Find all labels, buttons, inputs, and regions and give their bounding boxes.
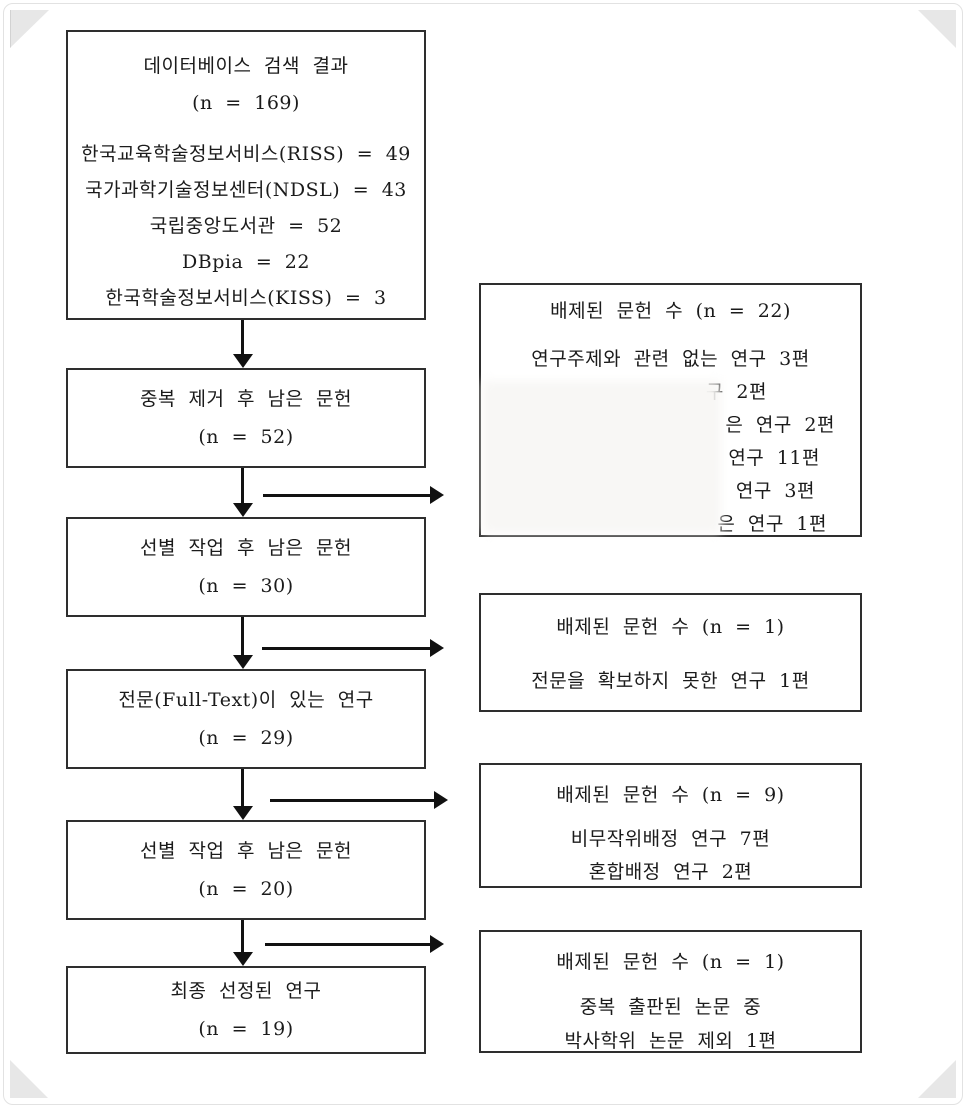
box-count: (n = 20) — [198, 878, 294, 900]
exclusion-header: 배제된 문헌 수 (n = 1) — [556, 616, 785, 638]
redacted-fragment: 구 2편 — [705, 381, 767, 403]
arrow-down-icon — [233, 320, 253, 368]
flow-box-full-text: 전문(Full-Text)이 있는 연구 (n = 29) — [66, 669, 426, 769]
flow-box-after-screening-1: 선별 작업 후 남은 문헌 (n = 30) — [66, 517, 426, 617]
exclusion-reason: 중복 출판된 논문 중 — [579, 996, 762, 1018]
exclusion-box-1: 배제된 문헌 수 (n = 22) 연구주제와 관련 없는 연구 3편 구 2편… — [479, 283, 862, 537]
exclusion-box-2: 배제된 문헌 수 (n = 1) 전문을 확보하지 못한 연구 1편 — [479, 593, 862, 712]
arrow-down-icon — [233, 468, 253, 517]
exclusion-reason: 전문을 확보하지 못한 연구 1편 — [531, 670, 810, 692]
box-title: 중복 제거 후 남은 문헌 — [140, 388, 352, 410]
photo-corner-icon — [10, 10, 49, 48]
box-count: (n = 29) — [198, 727, 294, 749]
database-detail: DBpia = 22 — [182, 251, 310, 273]
exclusion-body: 비무작위배정 연구 7편 혼합배정 연구 2편 — [481, 823, 860, 889]
redacted-fragment: 은 연구 1편 — [717, 513, 827, 535]
box-count: (n = 169) — [192, 92, 300, 114]
database-detail-list: 한국교육학술정보서비스(RISS) = 49 국가과학기술정보센터(NDSL) … — [68, 136, 424, 316]
box-title: 데이터베이스 검색 결과 — [143, 55, 349, 77]
box-title: 전문(Full-Text)이 있는 연구 — [118, 689, 374, 711]
box-title: 선별 작업 후 남은 문헌 — [140, 840, 352, 862]
box-count: (n = 19) — [198, 1018, 294, 1040]
arrow-right-icon — [265, 935, 444, 953]
exclusion-body: 전문을 확보하지 못한 연구 1편 — [481, 663, 860, 699]
redacted-fragment: 은 연구 2편 — [725, 414, 835, 436]
database-detail: 한국교육학술정보서비스(RISS) = 49 — [81, 143, 411, 165]
arrow-right-icon — [262, 639, 444, 657]
database-detail: 한국학술정보서비스(KISS) = 3 — [105, 287, 387, 309]
exclusion-header: 배제된 문헌 수 (n = 22) — [550, 300, 791, 322]
exclusion-reason: 혼합배정 연구 2편 — [588, 861, 753, 883]
arrow-right-icon — [263, 486, 444, 504]
redacted-fragment: 연구 3편 — [735, 480, 815, 502]
redacted-fragment: 연구 11편 — [728, 447, 820, 469]
exclusion-box-3: 배제된 문헌 수 (n = 9) 비무작위배정 연구 7편 혼합배정 연구 2편 — [479, 763, 862, 888]
flow-box-after-dedup: 중복 제거 후 남은 문헌 (n = 52) — [66, 368, 426, 468]
exclusion-header: 배제된 문헌 수 (n = 1) — [556, 951, 785, 973]
flow-box-database-search: 데이터베이스 검색 결과 (n = 169) 한국교육학술정보서비스(RISS)… — [66, 30, 426, 320]
box-title: 선별 작업 후 남은 문헌 — [140, 537, 352, 559]
redaction-blur-patch — [483, 381, 721, 533]
exclusion-box-4: 배제된 문헌 수 (n = 1) 중복 출판된 논문 중 박사학위 논문 제외 … — [479, 930, 862, 1053]
exclusion-reason: 박사학위 논문 제외 1편 — [564, 1030, 777, 1052]
exclusion-reason: 비무작위배정 연구 7편 — [570, 828, 771, 850]
photo-corner-icon — [918, 1060, 956, 1098]
database-detail: 국가과학기술정보센터(NDSL) = 43 — [85, 179, 407, 201]
photo-corner-icon — [918, 10, 956, 48]
flow-box-after-screening-2: 선별 작업 후 남은 문헌 (n = 20) — [66, 820, 426, 920]
arrow-right-icon — [270, 791, 448, 809]
flow-box-final-selected: 최종 선정된 연구 (n = 19) — [66, 966, 426, 1054]
exclusion-body: 연구주제와 관련 없는 연구 3편 구 2편 은 연구 2편 연구 11편 연구… — [481, 343, 860, 541]
arrow-down-icon — [233, 617, 253, 669]
arrow-down-icon — [233, 920, 253, 966]
box-count: (n = 30) — [198, 575, 294, 597]
database-detail: 국립중앙도서관 = 52 — [149, 215, 343, 237]
exclusion-header: 배제된 문헌 수 (n = 9) — [556, 784, 785, 806]
box-title: 최종 선정된 연구 — [170, 980, 322, 1002]
photo-corner-icon — [10, 1060, 48, 1098]
exclusion-body: 중복 출판된 논문 중 박사학위 논문 제외 1편 — [481, 990, 860, 1058]
box-count: (n = 52) — [198, 426, 294, 448]
exclusion-reason: 연구주제와 관련 없는 연구 3편 — [531, 348, 810, 370]
arrow-down-icon — [233, 769, 253, 820]
